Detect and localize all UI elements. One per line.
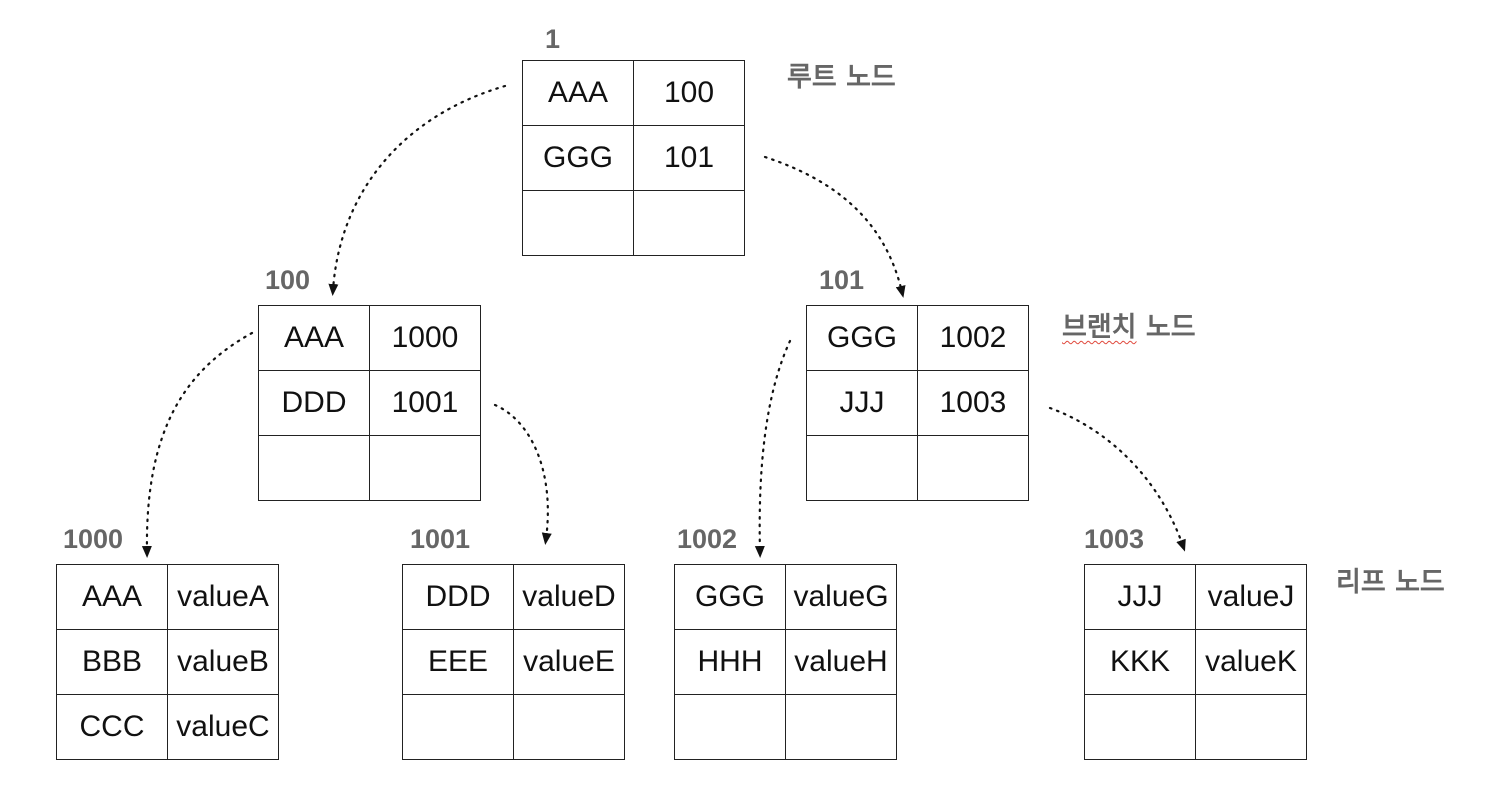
node-id-1001: 1001 — [410, 524, 471, 554]
key-cell: EEE — [402, 629, 514, 695]
value-cell: valueE — [513, 629, 625, 695]
node-row — [1084, 694, 1307, 760]
value-cell: valueC — [167, 694, 279, 760]
value-cell: valueB — [167, 629, 279, 695]
node-row — [258, 435, 481, 501]
value-cell: valueA — [167, 564, 279, 630]
key-cell — [258, 435, 370, 501]
key-cell: DDD — [258, 370, 370, 436]
node-id-100: 100 — [265, 265, 311, 295]
node-row — [806, 435, 1029, 501]
node-row — [674, 694, 897, 760]
key-cell: GGG — [522, 125, 634, 191]
arrow-100-to-1000 — [141, 331, 254, 558]
arrow-100-to-1001 — [493, 403, 552, 545]
key-cell: HHH — [674, 629, 786, 695]
node-id-101: 101 — [819, 265, 865, 295]
value-cell: valueH — [785, 629, 897, 695]
key-cell: CCC — [56, 694, 168, 760]
pointer-cell — [917, 435, 1029, 501]
node-id-1000: 1000 — [63, 524, 124, 554]
value-cell: valueD — [513, 564, 625, 630]
branch-node-label: 브랜치 노드 — [1062, 305, 1196, 344]
node-id-1002: 1002 — [677, 524, 738, 554]
branch-suffix: 노드 — [1136, 312, 1196, 343]
pointer-cell — [633, 190, 745, 256]
key-cell: AAA — [258, 305, 370, 371]
root-node-label: 루트 노드 — [787, 62, 896, 93]
key-cell: GGG — [806, 305, 918, 371]
value-cell: valueJ — [1195, 564, 1307, 630]
pointer-cell: 101 — [633, 125, 745, 191]
node-row — [522, 190, 745, 256]
value-cell: valueG — [785, 564, 897, 630]
key-cell: AAA — [56, 564, 168, 630]
pointer-cell — [369, 435, 481, 501]
pointer-cell: 100 — [633, 60, 745, 126]
node-row — [402, 694, 625, 760]
key-cell: JJJ — [1084, 564, 1196, 630]
key-cell: KKK — [1084, 629, 1196, 695]
arrow-1-to-100 — [328, 84, 507, 296]
pointer-cell: 1001 — [369, 370, 481, 436]
key-cell — [674, 694, 786, 760]
value-cell: valueK — [1195, 629, 1307, 695]
node-id-1: 1 — [545, 24, 561, 54]
arrow-101-to-1002 — [754, 339, 792, 558]
value-cell — [1195, 694, 1307, 760]
node-id-1003: 1003 — [1084, 524, 1145, 554]
pointer-cell: 1003 — [917, 370, 1029, 436]
leaf-node-label: 리프 노드 — [1336, 567, 1445, 598]
key-cell — [402, 694, 514, 760]
pointer-cell: 1000 — [369, 305, 481, 371]
key-cell: DDD — [402, 564, 514, 630]
key-cell: GGG — [674, 564, 786, 630]
key-cell: AAA — [522, 60, 634, 126]
key-cell: JJJ — [806, 370, 918, 436]
key-cell: BBB — [56, 629, 168, 695]
key-cell — [1084, 694, 1196, 760]
key-cell — [522, 190, 634, 256]
pointer-cell: 1002 — [917, 305, 1029, 371]
value-cell — [785, 694, 897, 760]
key-cell — [806, 435, 918, 501]
value-cell — [513, 694, 625, 760]
branch-word: 브랜치 — [1062, 312, 1137, 343]
arrow-101-to-1003 — [1048, 406, 1186, 552]
